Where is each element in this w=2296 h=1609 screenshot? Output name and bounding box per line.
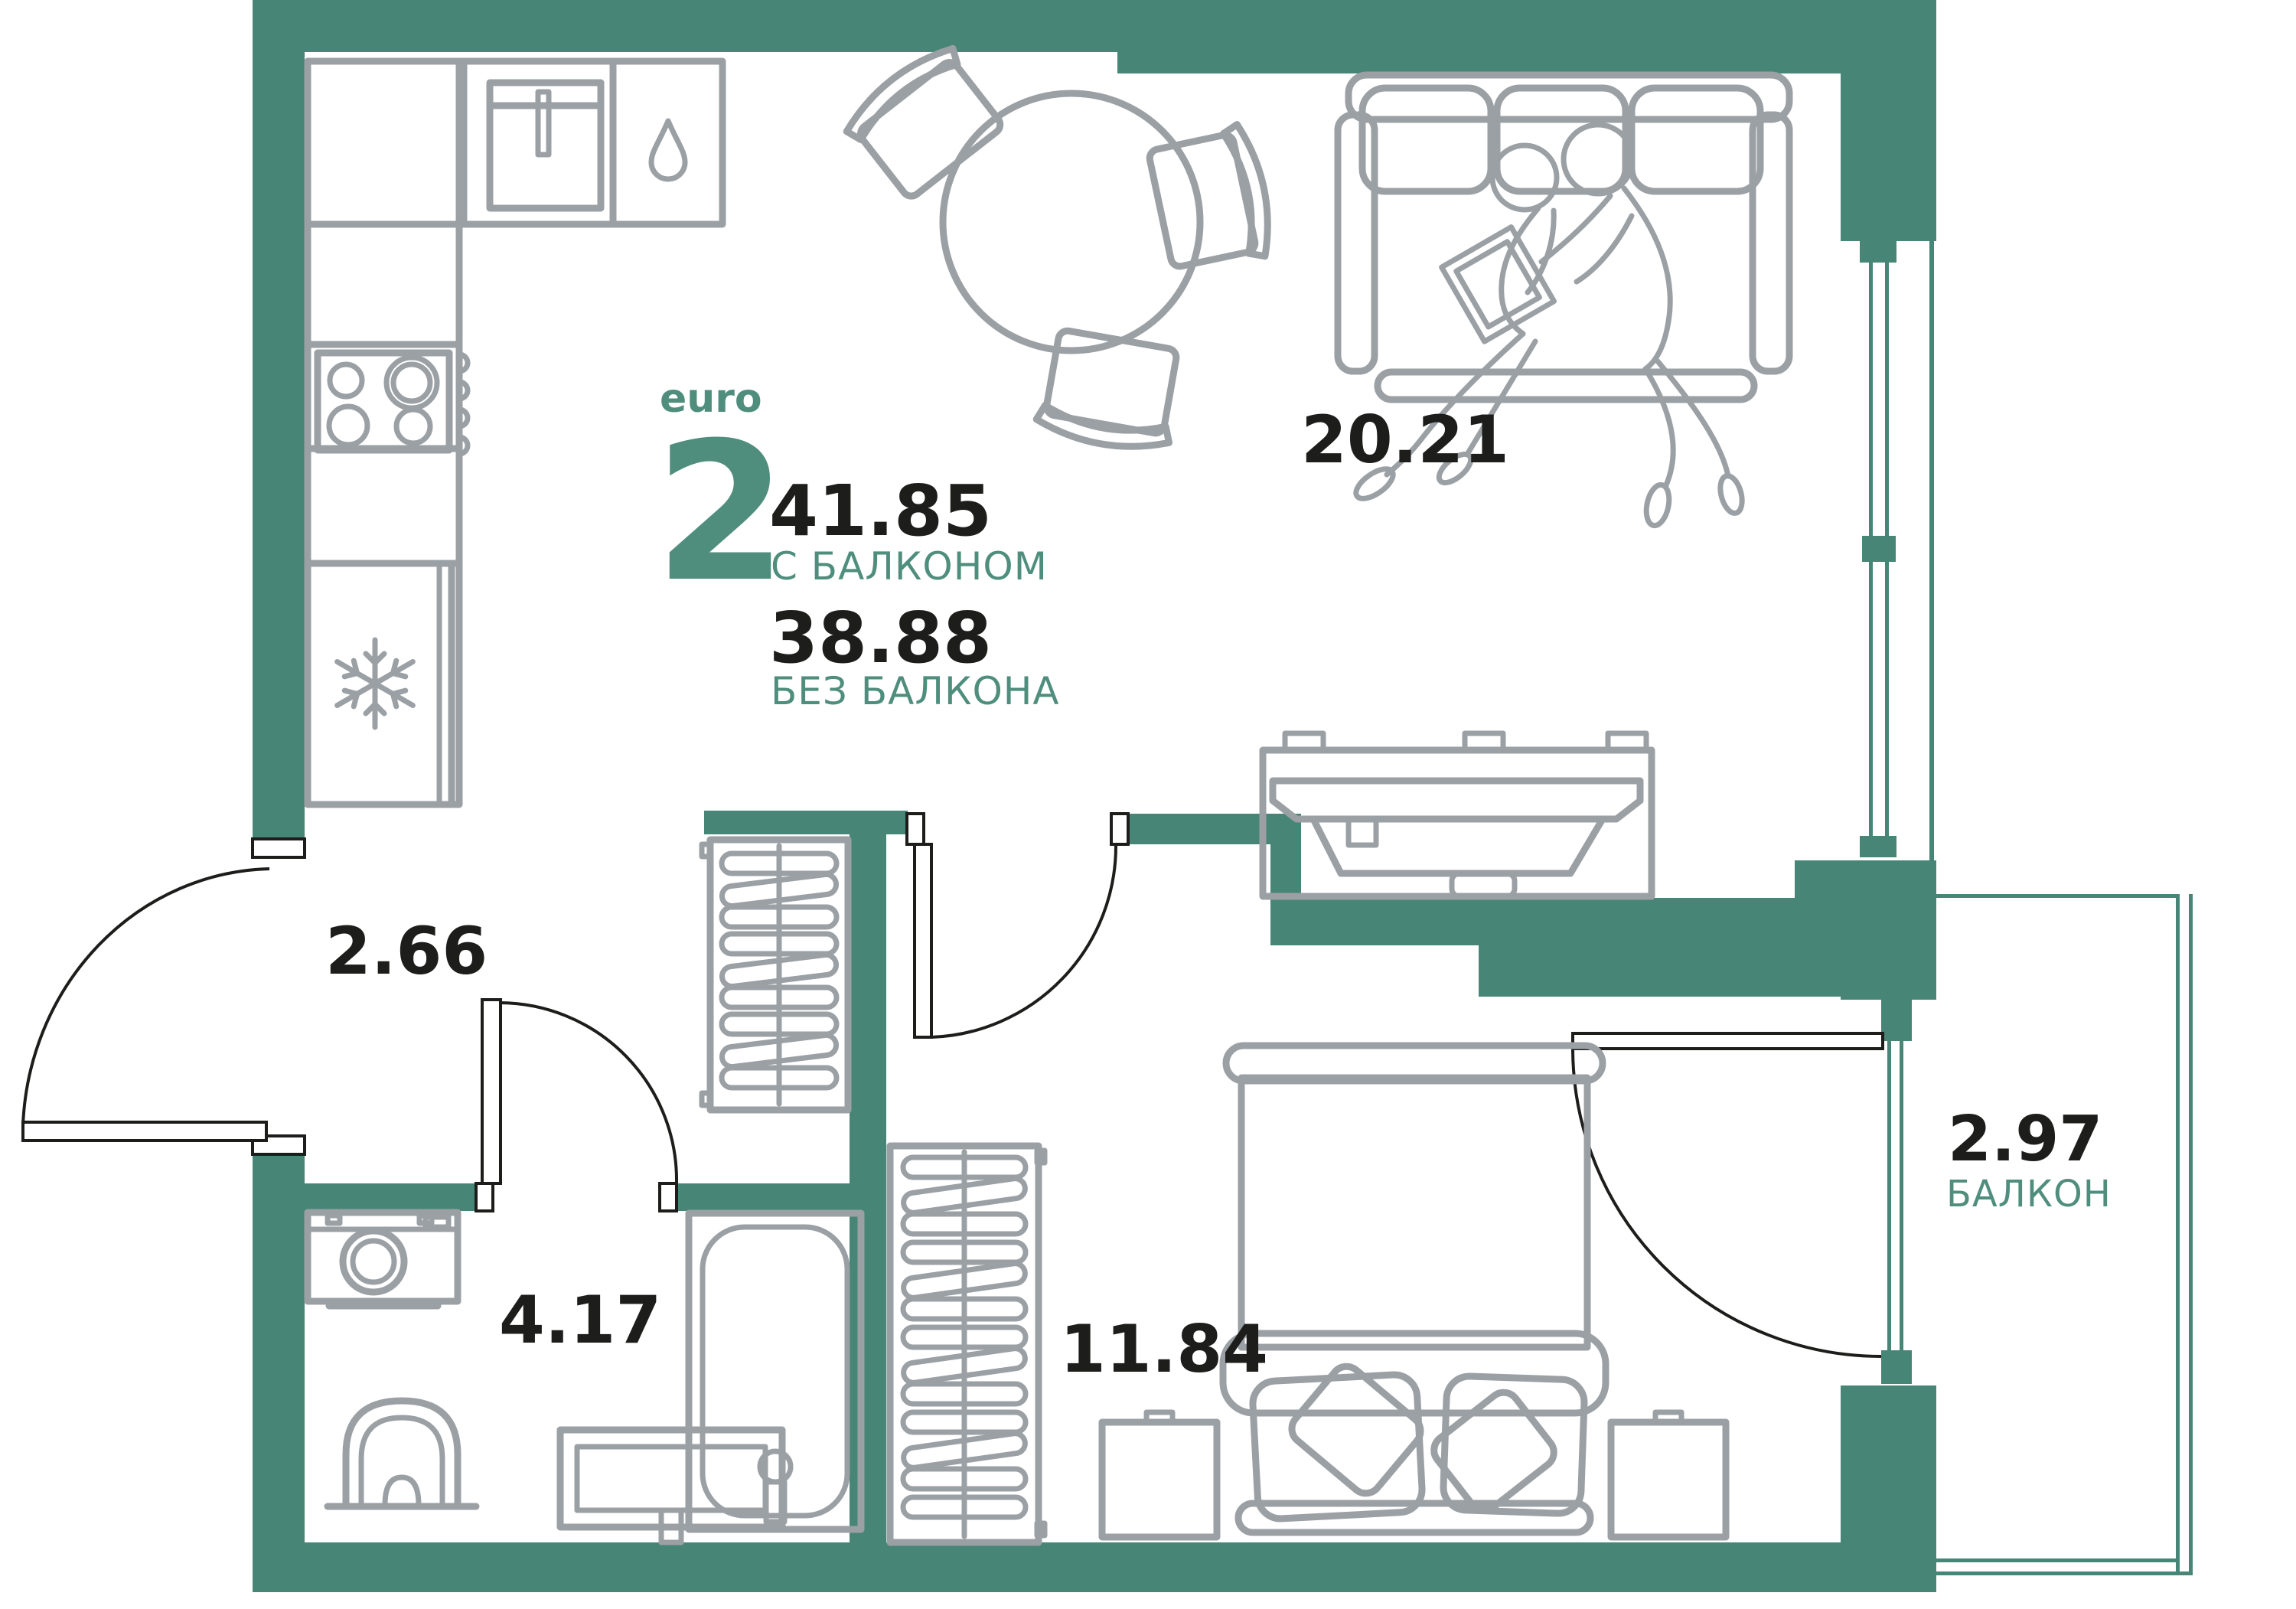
- sofa: [1334, 71, 1793, 403]
- without-balcony-label: БЕЗ БАЛКОНА: [771, 669, 1060, 713]
- entry-door-leaf: [21, 1121, 268, 1142]
- area-with-balcony: 41.85: [769, 470, 993, 552]
- with-balcony-label: С БАЛКОНОМ: [771, 544, 1048, 589]
- dining-chair: [843, 44, 1004, 200]
- wardrobe-hallway: [699, 836, 852, 1114]
- bathtub-icon: [685, 1209, 865, 1533]
- bedroom-door-arc: [931, 845, 1117, 1039]
- walls: [253, 0, 1936, 1592]
- area-label-bedroom: 11.84: [1060, 1311, 1269, 1388]
- bedroom-door-post: [1110, 812, 1130, 846]
- entry-door-post: [251, 837, 306, 859]
- unit-type-label: euro: [660, 376, 762, 422]
- wardrobe-bedroom: [886, 1142, 1048, 1546]
- bed: [1219, 1042, 1609, 1536]
- bathroom-door-arc: [500, 1001, 679, 1184]
- bathroom-sink-icon: [556, 1426, 786, 1545]
- bathroom-door: [475, 998, 679, 1212]
- bedroom-door: [905, 812, 1130, 1039]
- entry-door-arc: [21, 867, 270, 1126]
- living-room-window: [1860, 241, 1934, 860]
- fridge-icon: [304, 560, 455, 808]
- bedroom-door-leaf: [913, 843, 933, 1039]
- balcony-door-arc: [1571, 1049, 1882, 1358]
- bathroom-door-post: [475, 1182, 494, 1212]
- people-on-sofa: [1353, 122, 1745, 529]
- balcony-door-leaf: [1571, 1032, 1884, 1050]
- dining-table: [939, 90, 1204, 354]
- kitchen-sink-icon: [486, 79, 605, 212]
- unit-rooms-count: 2: [654, 401, 788, 624]
- bathroom-door-leaf: [481, 998, 502, 1185]
- kitchen-counter: [304, 57, 726, 808]
- toilet-icon: [324, 1397, 480, 1510]
- snowflake-icon: [334, 637, 416, 730]
- stove-icon: [314, 349, 471, 457]
- water-drop-icon: [648, 118, 688, 182]
- area-label-living-kitchen: 20.21: [1301, 402, 1510, 478]
- nightstand: [1098, 1409, 1221, 1541]
- washing-machine-icon: [304, 1209, 461, 1310]
- bathroom-door-post: [658, 1182, 678, 1212]
- dining-chair: [1146, 121, 1271, 270]
- area-without-balcony: 38.88: [769, 597, 993, 679]
- tv-console: [1259, 730, 1655, 900]
- nightstand: [1607, 1409, 1730, 1541]
- pillow: [1249, 1363, 1588, 1523]
- balcony-name-label: БАЛКОН: [1946, 1173, 2112, 1216]
- entry-door: [21, 837, 306, 1156]
- balcony-glazing: [1936, 894, 2193, 1575]
- area-label-balcony: 2.97: [1948, 1103, 2103, 1176]
- dining-chair: [1032, 327, 1180, 450]
- bedroom-door-post: [905, 812, 925, 846]
- balcony-door-and-window: [1571, 1000, 1912, 1384]
- area-label-bathroom: 4.17: [499, 1282, 662, 1359]
- area-label-hallway: 2.66: [325, 913, 488, 990]
